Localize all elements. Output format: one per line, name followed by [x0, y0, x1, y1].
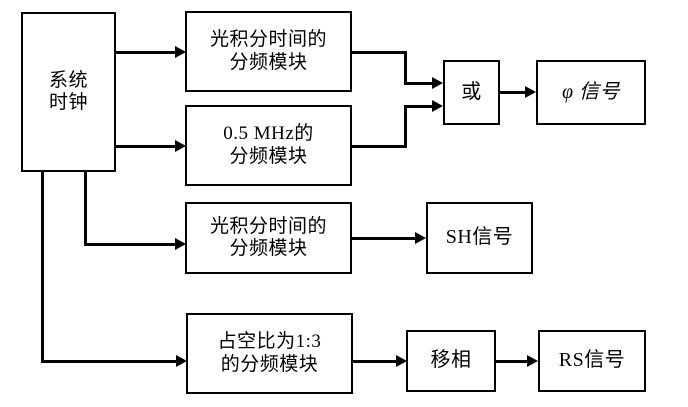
- node-sh-signal-label: SH信号: [445, 226, 514, 249]
- node-phase-shift-label: 移相: [430, 349, 472, 372]
- node-integration-time-divider-2-label: 光积分时间的 分频模块: [209, 215, 327, 259]
- node-phi-signal[interactable]: φ 信号: [536, 60, 646, 125]
- wire-halfmhz-out: [350, 145, 407, 148]
- node-half-mhz-divider[interactable]: 0.5 MHz的 分频模块: [185, 105, 352, 186]
- wire-clock-to-integration2: [84, 243, 176, 246]
- node-half-mhz-divider-label: 0.5 MHz的 分频模块: [223, 123, 314, 167]
- arrowhead-dutycycle-to-phaseshift: [396, 355, 407, 367]
- node-integration-time-divider-1-label: 光积分时间的 分频模块: [209, 29, 327, 73]
- arrowhead-clock-to-halfmhz: [175, 140, 186, 152]
- arrowhead-integration2-to-sh: [415, 232, 426, 244]
- wire-or-to-phi: [500, 91, 529, 94]
- wire-integration2-to-sh: [350, 237, 420, 240]
- wire-clock-to-integration1: [116, 51, 176, 54]
- node-rs-signal[interactable]: RS信号: [538, 330, 646, 392]
- node-system-clock-label: 系统 时钟: [48, 69, 88, 113]
- wire-integration1-to-or: [404, 82, 439, 85]
- arrowhead-or-to-phi: [525, 86, 536, 98]
- wire-dutycycle-to-phaseshift: [352, 360, 404, 363]
- node-duty-cycle-divider[interactable]: 占空比为1:3 的分频模块: [186, 313, 353, 394]
- arrowhead-clock-to-dutycycle: [176, 355, 187, 367]
- node-rs-signal-label: RS信号: [558, 349, 626, 372]
- node-integration-time-divider-1[interactable]: 光积分时间的 分频模块: [185, 11, 352, 92]
- node-sh-signal[interactable]: SH信号: [426, 202, 533, 274]
- wire-halfmhz-up: [404, 105, 407, 148]
- wire-clock-to-halfmhz: [116, 145, 176, 148]
- node-phase-shift[interactable]: 移相: [406, 330, 496, 392]
- node-phi-signal-label: φ 信号: [561, 80, 621, 103]
- wire-clock-drop-middle: [84, 169, 87, 246]
- wire-halfmhz-to-or: [404, 105, 439, 108]
- node-duty-cycle-divider-label: 占空比为1:3 的分频模块: [217, 331, 322, 375]
- arrowhead-clock-to-integration1: [175, 46, 186, 58]
- arrowhead-halfmhz-to-or: [432, 100, 443, 112]
- arrowhead-clock-to-integration2: [175, 238, 186, 250]
- node-integration-time-divider-2[interactable]: 光积分时间的 分频模块: [185, 202, 352, 274]
- wire-integration1-down: [404, 51, 407, 85]
- arrowhead-phaseshift-to-rs: [527, 355, 538, 367]
- wire-integration1-out: [350, 51, 407, 54]
- wire-clock-drop-bottom: [41, 169, 44, 363]
- node-system-clock[interactable]: 系统 时钟: [21, 12, 116, 172]
- arrowhead-integration1-to-or: [432, 77, 443, 89]
- wire-clock-to-dutycycle: [41, 360, 177, 363]
- wire-phaseshift-to-rs: [496, 360, 534, 363]
- node-or-gate[interactable]: 或: [443, 60, 500, 125]
- node-or-gate-label: 或: [461, 80, 482, 103]
